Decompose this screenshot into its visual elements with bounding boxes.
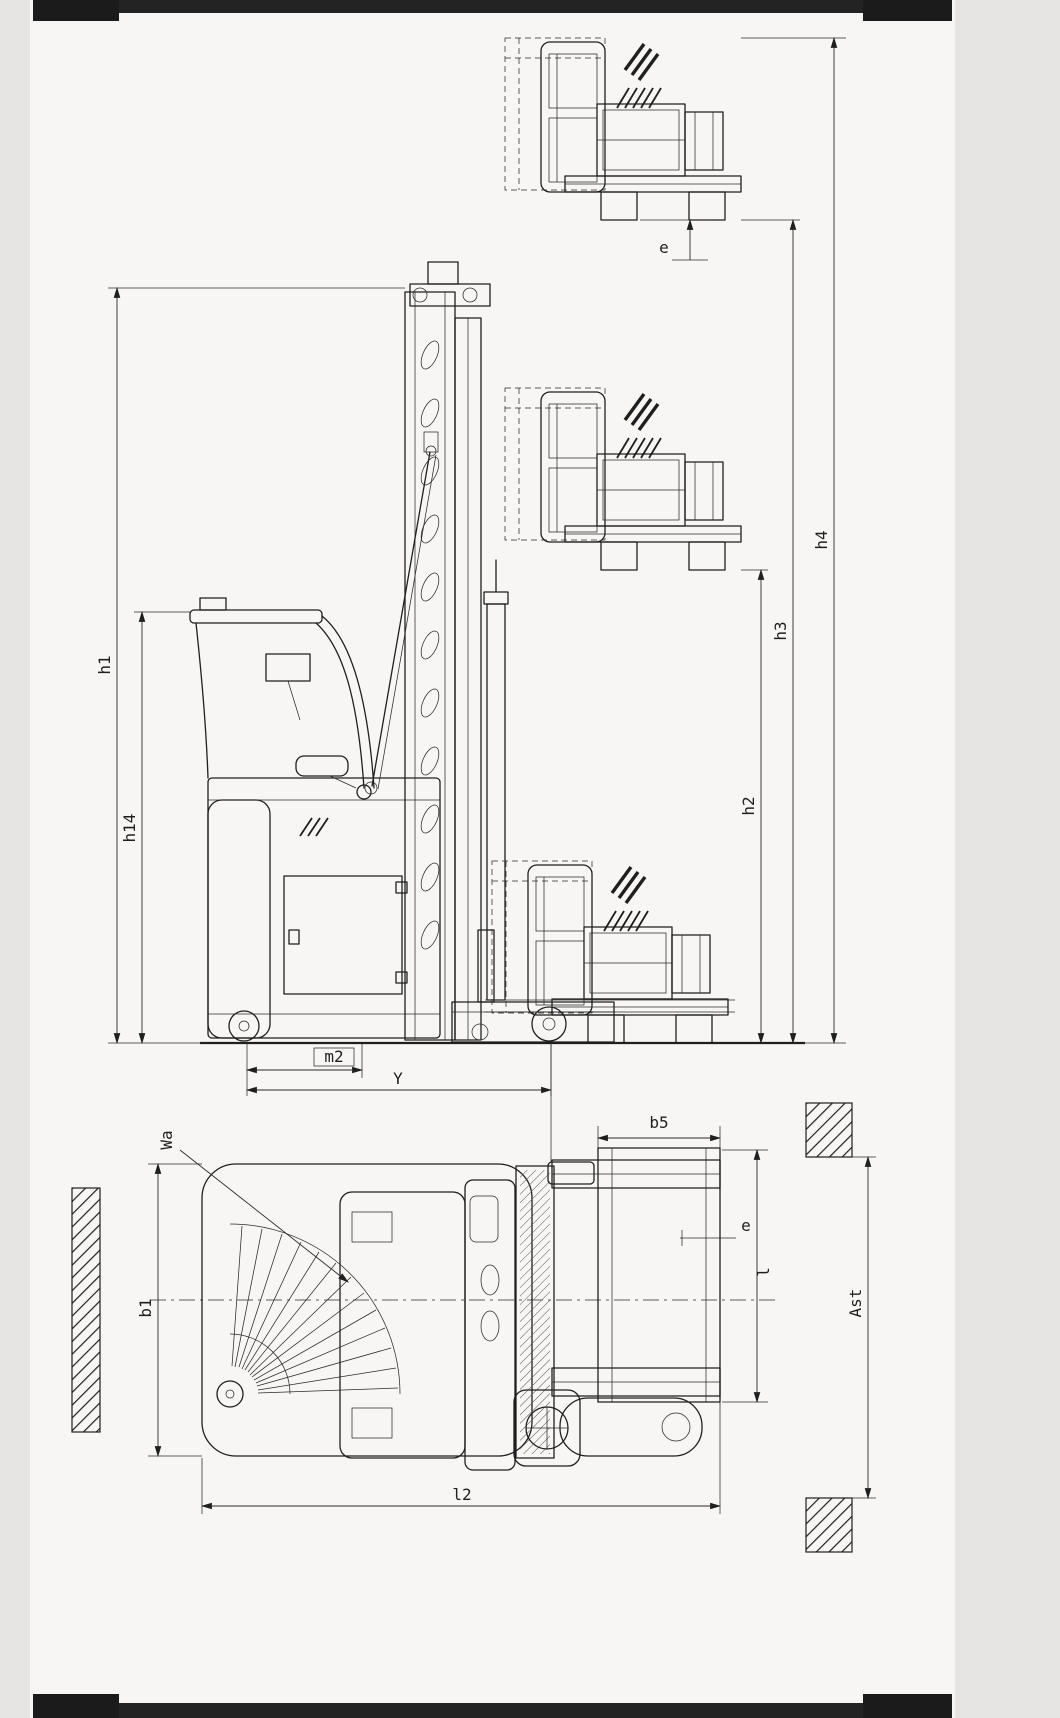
dim-label-e-plan: e	[741, 1216, 751, 1235]
pallet-plan	[597, 1147, 721, 1403]
paper	[30, 0, 955, 1718]
dim-label-h4: h4	[812, 530, 831, 549]
dim-h2: h2	[739, 568, 768, 1045]
aisle-wall-bottom	[805, 1497, 853, 1553]
dim-e-side: e	[640, 218, 712, 261]
dim-h1: h1	[95, 286, 405, 1045]
dim-label-e-side: e	[659, 238, 669, 257]
rear-wheel	[228, 1010, 260, 1042]
fork-carriage	[477, 929, 495, 1003]
overhead-guard	[189, 597, 375, 800]
dim-wa: Wa	[157, 1130, 349, 1283]
dim-label-y: Y	[393, 1069, 403, 1088]
dim-label-wa: Wa	[157, 1130, 176, 1149]
truck-plan-body	[201, 1161, 703, 1471]
mast-cross-section	[515, 1165, 555, 1459]
dim-label-h2: h2	[739, 796, 758, 815]
dim-ast: Ast	[846, 1155, 876, 1500]
dim-h14: h14	[120, 610, 190, 1045]
dim-label-b5: b5	[649, 1113, 668, 1132]
base-legs-and-forks	[451, 929, 735, 1043]
dim-label-h14: h14	[120, 814, 139, 843]
dim-b5: b5	[596, 1113, 722, 1148]
truck-side-body	[207, 777, 441, 1042]
dim-label-l2: l2	[452, 1485, 471, 1504]
dim-label-m2: m2	[324, 1047, 343, 1066]
dim-e-plan: e	[680, 1216, 751, 1246]
scan-edge-top	[33, 0, 952, 21]
dim-label-l: l	[754, 1267, 773, 1277]
tilt-cylinder	[371, 451, 431, 787]
dim-h3: h3	[741, 218, 800, 1045]
load-wheel	[531, 1006, 567, 1042]
dim-b1: b1	[136, 1162, 202, 1458]
dim-label-ast: Ast	[846, 1289, 865, 1318]
dim-l: l	[722, 1148, 773, 1404]
turning-radius-fan	[216, 1223, 401, 1408]
dim-label-h3: h3	[771, 621, 790, 640]
beacon	[199, 597, 227, 611]
dim-label-h1: h1	[95, 655, 114, 674]
forks-and-pallet-plan	[551, 1147, 721, 1403]
dim-l2: l2	[200, 1402, 722, 1514]
left-wall-hatch	[71, 1187, 101, 1433]
scan-edge-bottom	[33, 1694, 952, 1718]
plan-view: Wa b5 e l b1	[71, 1043, 876, 1553]
dim-label-b1: b1	[136, 1298, 155, 1317]
aisle-wall-top	[805, 1102, 853, 1158]
drive-wheel-plan	[513, 1389, 581, 1467]
dim-h4: h4	[741, 36, 846, 1045]
